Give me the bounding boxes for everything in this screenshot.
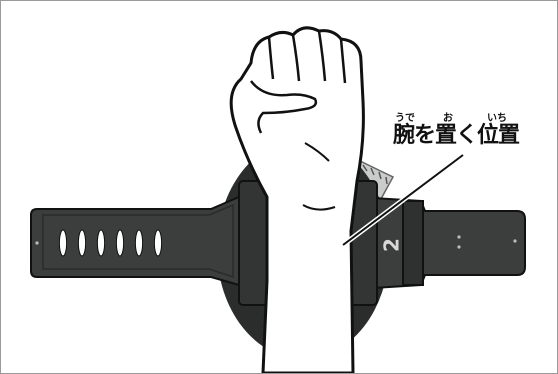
furigana-row: うで お いち xyxy=(393,109,557,124)
band-slot xyxy=(153,229,163,257)
band-dot xyxy=(513,239,517,243)
band-slot xyxy=(115,229,125,257)
furigana-ichi: いち xyxy=(487,113,507,124)
band-slot-group xyxy=(58,229,163,257)
housing-left xyxy=(238,180,270,306)
furigana-ude: うで xyxy=(395,113,415,124)
band-slot xyxy=(58,229,68,257)
band-slot xyxy=(77,229,87,257)
band-right xyxy=(356,195,526,291)
wrist-crease xyxy=(302,204,336,211)
band-slot xyxy=(96,229,106,257)
palm-line xyxy=(304,142,330,162)
band-keeper xyxy=(402,200,424,286)
furigana-o: お xyxy=(443,113,453,124)
band-number-mark: 2 xyxy=(380,238,404,252)
callout-leader-line xyxy=(342,154,464,246)
band-dot xyxy=(457,235,461,239)
band-slot xyxy=(134,229,144,257)
thumb xyxy=(250,80,318,134)
band-dot xyxy=(35,241,39,245)
arm-position-callout: うで お いち 腕を置く位置 xyxy=(393,109,557,149)
band-left-groove xyxy=(42,203,234,279)
finger-lines xyxy=(267,30,347,84)
dial-ticks xyxy=(362,164,388,185)
band-dot xyxy=(457,245,461,249)
arm-position-label: 腕を置く位置 xyxy=(393,123,520,148)
